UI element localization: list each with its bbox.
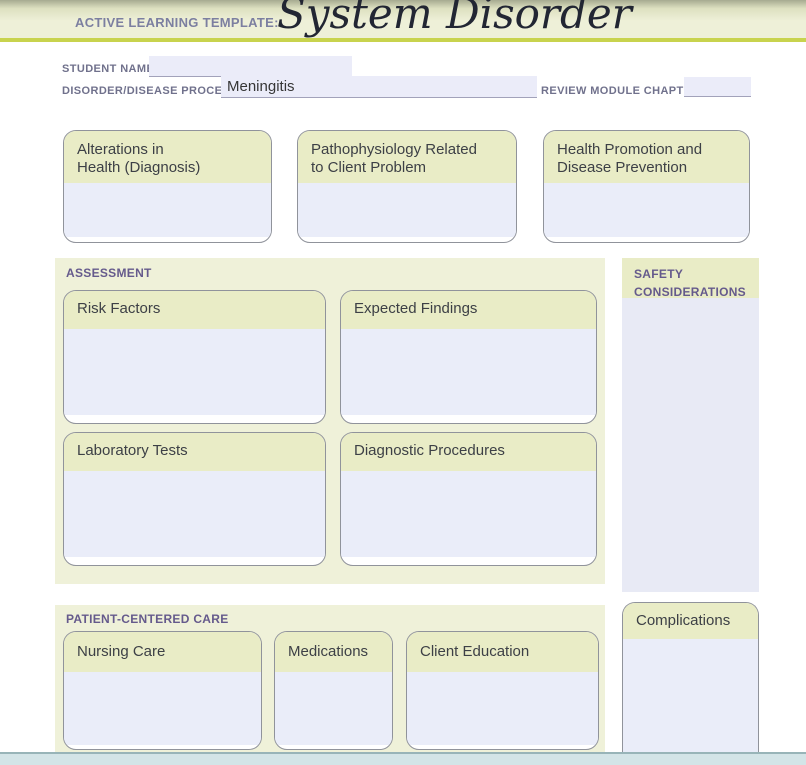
health-promotion-input-area[interactable] bbox=[544, 183, 749, 237]
box-header: Client Education bbox=[407, 632, 598, 672]
box-risk-factors: Risk Factors bbox=[63, 290, 326, 424]
patient-centered-care-label: PATIENT-CENTERED CARE bbox=[66, 612, 229, 626]
template-type-label: ACTIVE LEARNING TEMPLATE: bbox=[75, 15, 279, 30]
complications-input-area[interactable] bbox=[623, 639, 758, 752]
pathophysiology-input-area[interactable] bbox=[298, 183, 516, 237]
student-name-input[interactable] bbox=[149, 56, 352, 77]
safety-considerations-input-area[interactable] bbox=[622, 298, 759, 592]
review-module-chapter-input[interactable] bbox=[684, 77, 751, 97]
template-header-band bbox=[0, 0, 806, 38]
box-nursing-care: Nursing Care bbox=[63, 631, 262, 750]
student-name-label: STUDENT NAME bbox=[62, 63, 155, 75]
box-laboratory-tests: Laboratory Tests bbox=[63, 432, 326, 566]
box-title: Expected Findings bbox=[354, 300, 478, 317]
box-title: Health Promotion and Disease Prevention bbox=[557, 141, 703, 176]
box-header: Pathophysiology Related to Client Proble… bbox=[298, 131, 516, 183]
box-title: Diagnostic Procedures bbox=[354, 442, 505, 459]
risk-factors-input-area[interactable] bbox=[64, 329, 325, 415]
client-education-input-area[interactable] bbox=[407, 672, 598, 745]
medications-input-area[interactable] bbox=[275, 672, 392, 745]
template-title: System Disorder bbox=[277, 0, 632, 38]
laboratory-tests-input-area[interactable] bbox=[64, 471, 325, 557]
box-header: Nursing Care bbox=[64, 632, 261, 672]
box-title: Laboratory Tests bbox=[77, 442, 188, 459]
safety-considerations-label: SAFETY CONSIDERATIONS bbox=[634, 267, 746, 299]
header-accent-line bbox=[0, 38, 806, 42]
box-expected-findings: Expected Findings bbox=[340, 290, 597, 424]
box-title: Risk Factors bbox=[77, 300, 161, 317]
box-pathophysiology: Pathophysiology Related to Client Proble… bbox=[297, 130, 517, 243]
assessment-section-label: ASSESSMENT bbox=[66, 266, 152, 280]
disorder-process-label: DISORDER/DISEASE PROCESS bbox=[62, 85, 238, 97]
box-diagnostic-procedures: Diagnostic Procedures bbox=[340, 432, 597, 566]
box-header: Expected Findings bbox=[341, 291, 596, 329]
box-header: Diagnostic Procedures bbox=[341, 433, 596, 471]
box-complications: Complications bbox=[622, 602, 759, 752]
alterations-in-health-input-area[interactable] bbox=[64, 183, 271, 237]
page-bottom-edge-bar bbox=[0, 752, 806, 765]
box-header: Alterations in Health (Diagnosis) bbox=[64, 131, 271, 183]
box-health-promotion: Health Promotion and Disease Prevention bbox=[543, 130, 750, 243]
box-header: Health Promotion and Disease Prevention bbox=[544, 131, 749, 183]
box-title: Client Education bbox=[420, 643, 530, 660]
box-alterations-in-health: Alterations in Health (Diagnosis) bbox=[63, 130, 272, 243]
box-title: Pathophysiology Related to Client Proble… bbox=[311, 141, 477, 176]
box-title: Alterations in Health (Diagnosis) bbox=[77, 141, 201, 176]
box-header: Risk Factors bbox=[64, 291, 325, 329]
box-client-education: Client Education bbox=[406, 631, 599, 750]
nursing-care-input-area[interactable] bbox=[64, 672, 261, 745]
box-header: Complications bbox=[623, 603, 758, 639]
box-header: Medications bbox=[275, 632, 392, 672]
review-module-chapter-label: REVIEW MODULE CHAPTER bbox=[541, 85, 700, 97]
disorder-process-input[interactable] bbox=[221, 76, 537, 98]
box-header: Laboratory Tests bbox=[64, 433, 325, 471]
box-title: Complications bbox=[636, 612, 731, 629]
box-medications: Medications bbox=[274, 631, 393, 750]
box-title: Medications bbox=[288, 643, 369, 660]
box-title: Nursing Care bbox=[77, 643, 166, 660]
safety-considerations-header: SAFETY CONSIDERATIONS bbox=[622, 258, 759, 299]
expected-findings-input-area[interactable] bbox=[341, 329, 596, 415]
diagnostic-procedures-input-area[interactable] bbox=[341, 471, 596, 557]
